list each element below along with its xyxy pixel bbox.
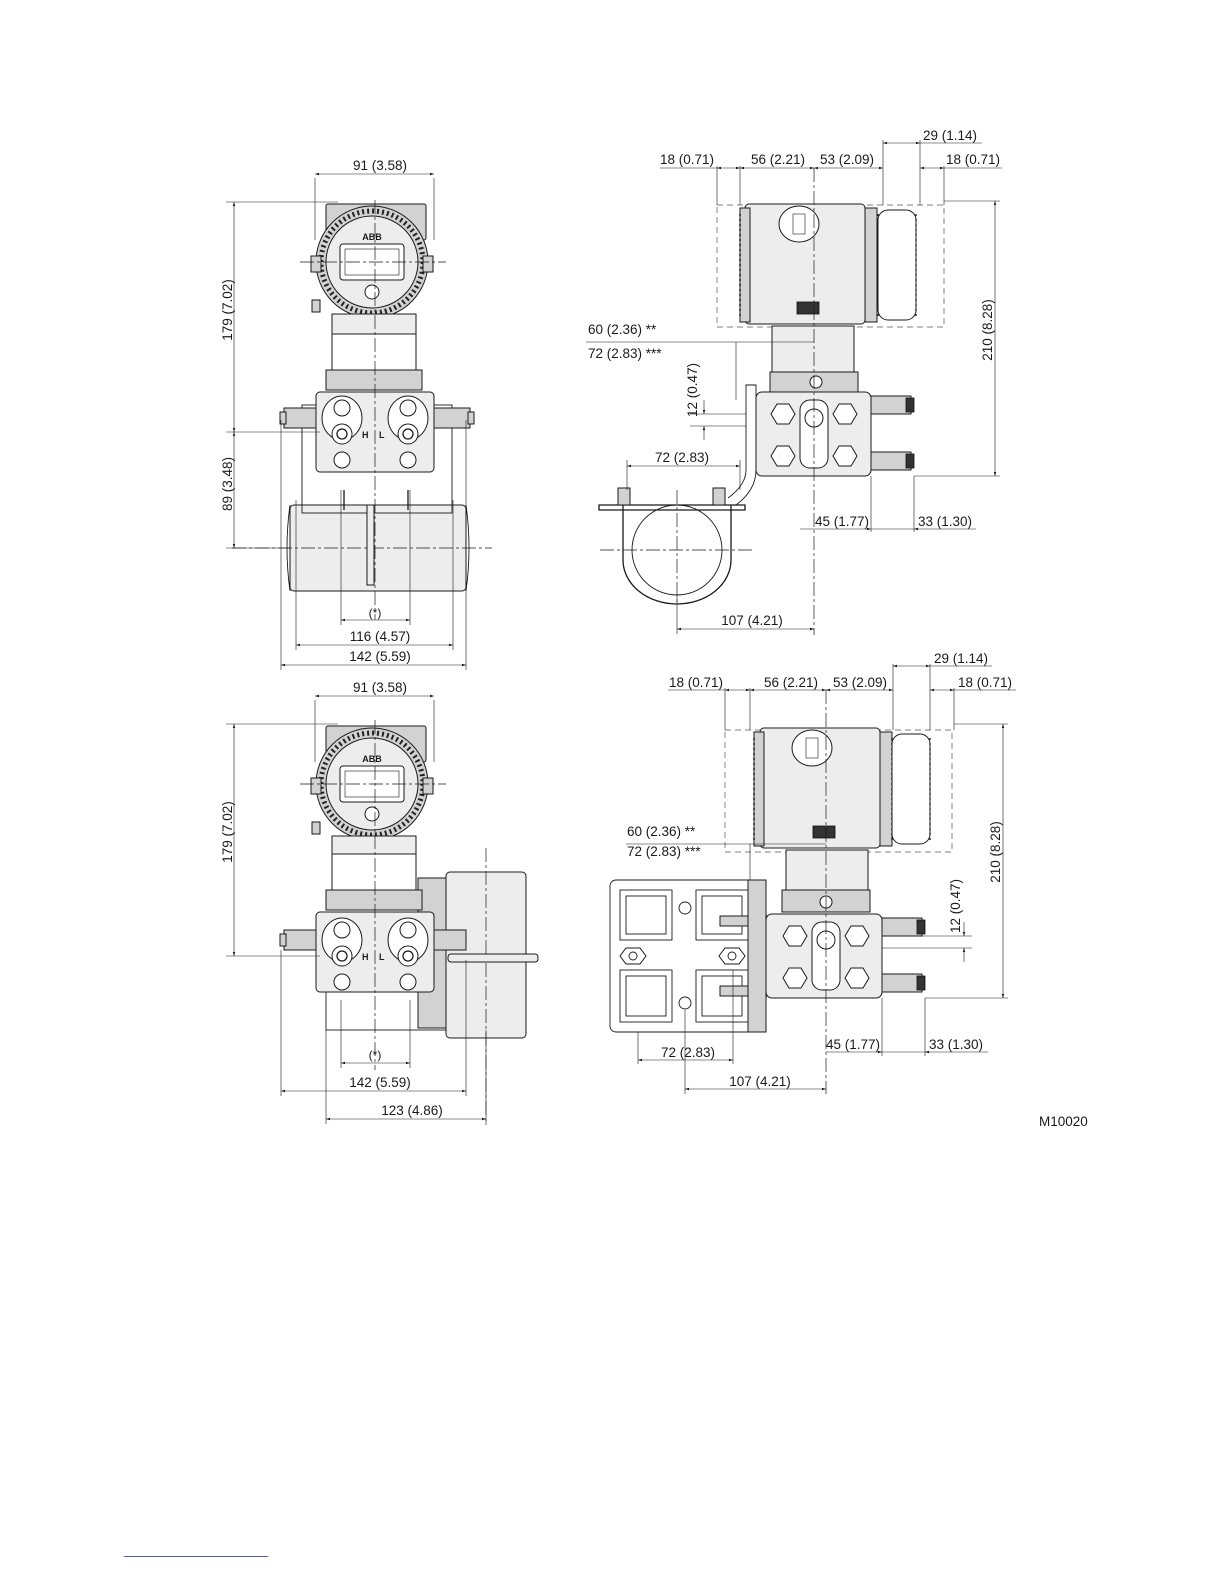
logo-text: ABB: [362, 754, 382, 764]
side-view-wall-mount: 29 (1.14) 18 (0.71) 56 (2.21) 53 (2.09) …: [609, 651, 1016, 1094]
port-h-label: H: [362, 430, 369, 440]
dim-56: 56 (2.21): [764, 675, 818, 690]
dim-60: 60 (2.36) **: [588, 322, 657, 337]
dim-123: 123 (4.86): [381, 1103, 443, 1118]
dim-89: 89 (3.48): [220, 457, 235, 511]
dim-72-b: 72 (2.83) ***: [588, 346, 662, 361]
dim-12: 12 (0.47): [685, 363, 700, 417]
dim-56: 56 (2.21): [751, 152, 805, 167]
dim-72: 72 (2.83): [655, 450, 709, 465]
dim-142: 142 (5.59): [349, 1075, 411, 1090]
dim-91: 91 (3.58): [353, 680, 407, 695]
dim-142: 142 (5.59): [349, 649, 411, 664]
dim-179: 179 (7.02): [220, 279, 235, 341]
dim-179: 179 (7.02): [220, 801, 235, 863]
footer-rule: [124, 1556, 268, 1557]
dim-53: 53 (2.09): [833, 675, 887, 690]
dim-210: 210 (8.28): [980, 299, 995, 361]
dim-star: (*): [369, 1048, 382, 1062]
side-view-pipe-mount: 29 (1.14) 18 (0.71) 56 (2.21) 53 (2.09) …: [586, 128, 1002, 635]
dim-29: 29 (1.14): [934, 651, 988, 666]
dim-107: 107 (4.21): [721, 613, 783, 628]
dim-45: 45 (1.77): [815, 514, 869, 529]
dim-33: 33 (1.30): [929, 1037, 983, 1052]
logo-text: ABB: [362, 232, 382, 242]
drawing-id: M10020: [1039, 1114, 1088, 1129]
housing-cover-fins-right: [864, 207, 879, 323]
port-l-label: L: [379, 430, 385, 440]
dim-91: 91 (3.58): [353, 158, 407, 173]
dim-18-left: 18 (0.71): [669, 675, 723, 690]
dim-star: (*): [369, 606, 382, 620]
dim-53: 53 (2.09): [820, 152, 874, 167]
dim-116: 116 (4.57): [350, 629, 411, 644]
front-view-wall-mount: ABB H L 91 (3.58) 179 (7.02): [220, 680, 539, 1125]
dim-210: 210 (8.28): [988, 821, 1003, 883]
dim-18-right: 18 (0.71): [958, 675, 1012, 690]
dim-18-left: 18 (0.71): [660, 152, 714, 167]
front-view-pipe-mount: ABB H L 91 (3.58): [220, 158, 492, 670]
dim-72-b: 72 (2.83) ***: [627, 844, 701, 859]
dim-18-right: 18 (0.71): [946, 152, 1000, 167]
dim-60: 60 (2.36) **: [627, 824, 696, 839]
dim-72: 72 (2.83): [661, 1045, 715, 1060]
port-h-label: H: [362, 952, 369, 962]
dim-45: 45 (1.77): [826, 1037, 880, 1052]
dim-33: 33 (1.30): [918, 514, 972, 529]
housing-cover-fins-left: [739, 207, 751, 323]
port-l-label: L: [379, 952, 385, 962]
dim-107: 107 (4.21): [729, 1074, 791, 1089]
dim-12: 12 (0.47): [948, 879, 963, 933]
dim-29: 29 (1.14): [923, 128, 977, 143]
